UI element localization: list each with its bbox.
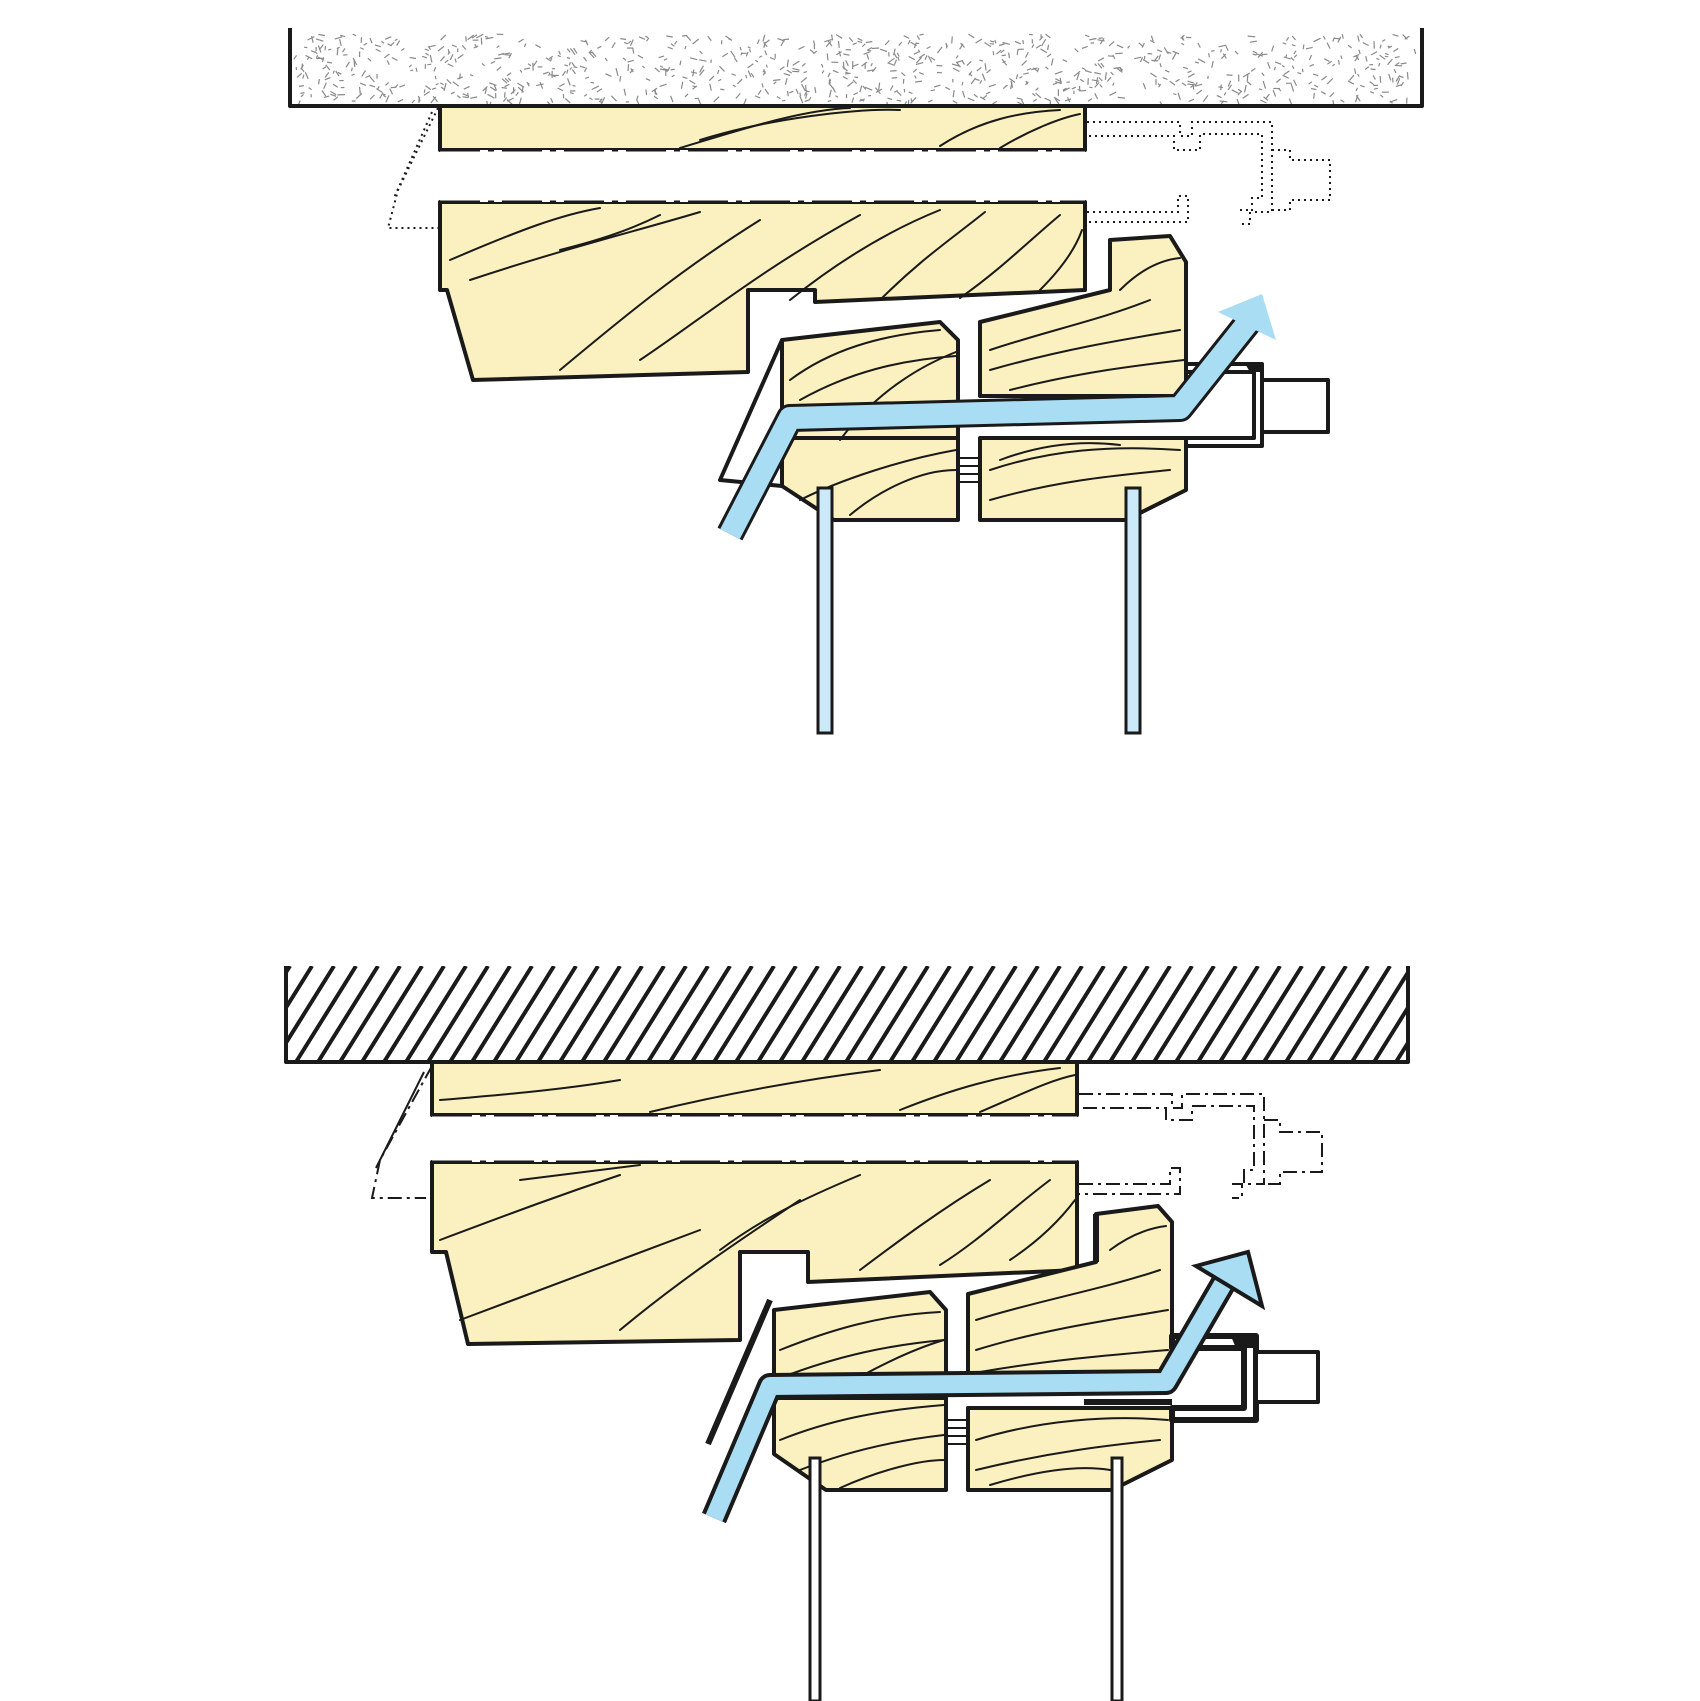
previous-frame-outline — [370, 1065, 433, 1199]
glazing-icon — [808, 1456, 1124, 1701]
hatch-texture — [286, 966, 1408, 1062]
section-detail-top — [288, 28, 1424, 735]
airflow-arrow-icon — [702, 1249, 1266, 1524]
seal-profile — [705, 1214, 1172, 1446]
window-frame-section-icon — [438, 104, 1087, 382]
airflow-arrow-icon — [717, 294, 1276, 541]
previous-frame-outline — [386, 107, 440, 229]
glazing-icon — [816, 486, 1142, 735]
hardware-outline-dashed — [1079, 1093, 1323, 1199]
section-detail-bottom — [284, 966, 1410, 1701]
plaster-wall-icon — [288, 28, 1424, 110]
hatched-wall-icon — [284, 966, 1410, 1064]
sash-section-icon — [772, 1204, 1174, 1492]
window-frame-section-icon — [430, 1060, 1079, 1346]
hardware-outline-dotted — [1087, 121, 1331, 225]
plaster-texture — [293, 33, 1417, 110]
